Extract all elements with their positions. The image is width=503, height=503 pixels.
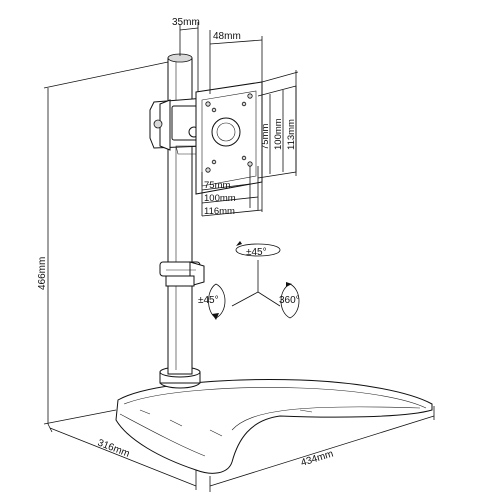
tilt-arrow-icon — [235, 241, 281, 257]
rotate-arrow-icon — [280, 282, 300, 319]
plate-width-label: 48mm — [213, 31, 241, 42]
base-dimension-lines — [47, 406, 435, 492]
pole-offset-label: 35mm — [172, 17, 200, 28]
vesa-vertical-100: 100mm — [273, 118, 284, 150]
top-dimension-lines — [179, 22, 263, 94]
base-width-label: 434mm — [300, 449, 335, 469]
rotate-label: 360° — [279, 295, 300, 306]
vesa-vertical-113: 113mm — [286, 119, 297, 150]
vesa-horizontal-75: 75mm — [204, 180, 230, 191]
vesa-horizontal-100: 100mm — [204, 193, 236, 204]
tilt-label: ±45° — [246, 247, 267, 258]
vesa-vertical-75: 75mm — [260, 124, 271, 150]
rotation-axes — [231, 260, 281, 307]
vesa-vertical-lines — [257, 70, 299, 179]
swivel-arrow-icon — [208, 283, 226, 320]
vesa-plate — [195, 81, 263, 195]
base-depth-label: 316mm — [96, 438, 131, 460]
stand-base — [115, 366, 433, 474]
vesa-horizontal-116: 116mm — [204, 206, 235, 217]
vesa-horizontal-lines — [201, 160, 263, 217]
swivel-label: ±45° — [198, 295, 219, 306]
height-dimension-lines — [43, 61, 169, 425]
height-label: 466mm — [37, 257, 48, 290]
